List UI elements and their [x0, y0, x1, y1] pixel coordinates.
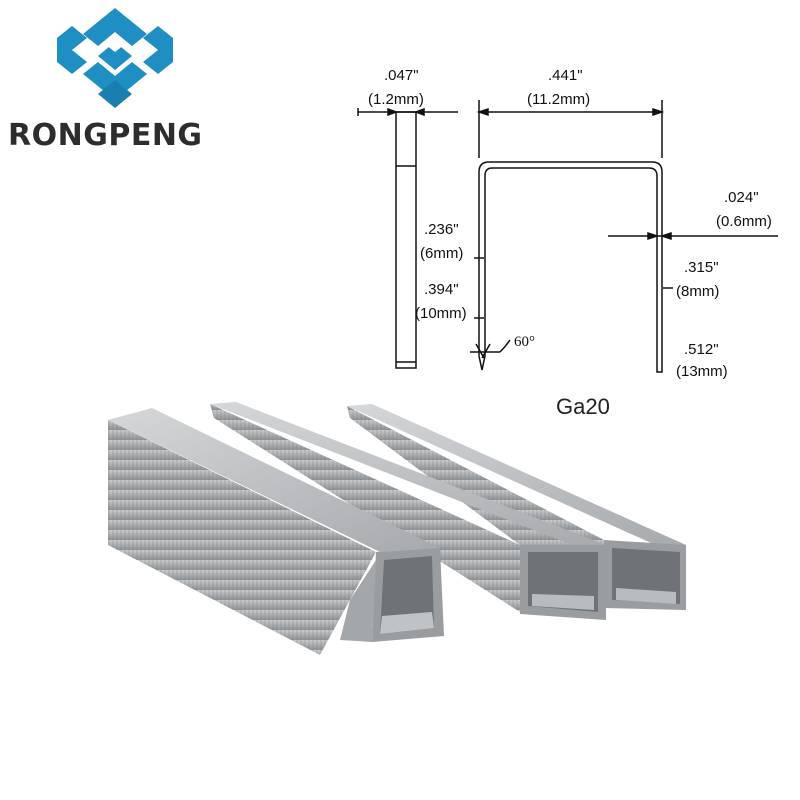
wire-side-view [395, 111, 417, 369]
staple-strip-2 [210, 402, 606, 620]
staple-strip-3 [347, 404, 686, 610]
model-label: Ga20 [556, 394, 610, 419]
staple-strip-1 [108, 408, 444, 655]
wire-width-inch-label: .047" [384, 67, 419, 84]
leg-13mm-inch-label: .512" [684, 341, 719, 358]
leg-8mm-inch-label: .315" [684, 259, 719, 276]
leg-8mm-mm-label: (8mm) [676, 283, 719, 300]
crown-width-mm-label: (11.2mm) [527, 91, 590, 108]
crown-width-inch-label: .441" [548, 67, 583, 84]
staple-dimension-diagram: .047" (1.2mm) .441" (11.2mm) .024" (0.6m… [357, 67, 778, 380]
point-angle-label: 60° [514, 334, 535, 350]
staple-front-view [478, 161, 663, 373]
leg-10mm-mm-label: (10mm) [415, 305, 467, 322]
thickness-inch-label: .024" [724, 189, 759, 206]
thickness-mm-label: (0.6mm) [716, 213, 772, 230]
wire-width-mm-label: (1.2mm) [368, 91, 424, 108]
leg-13mm-mm-label: (13mm) [676, 363, 728, 380]
leg-10mm-inch-label: .394" [424, 281, 459, 298]
leg-6mm-mm-label: (6mm) [420, 245, 463, 262]
brand-logo-icon [57, 8, 173, 108]
brand-name: RONGPENG [8, 118, 203, 153]
leg-6mm-inch-label: .236" [424, 221, 459, 238]
